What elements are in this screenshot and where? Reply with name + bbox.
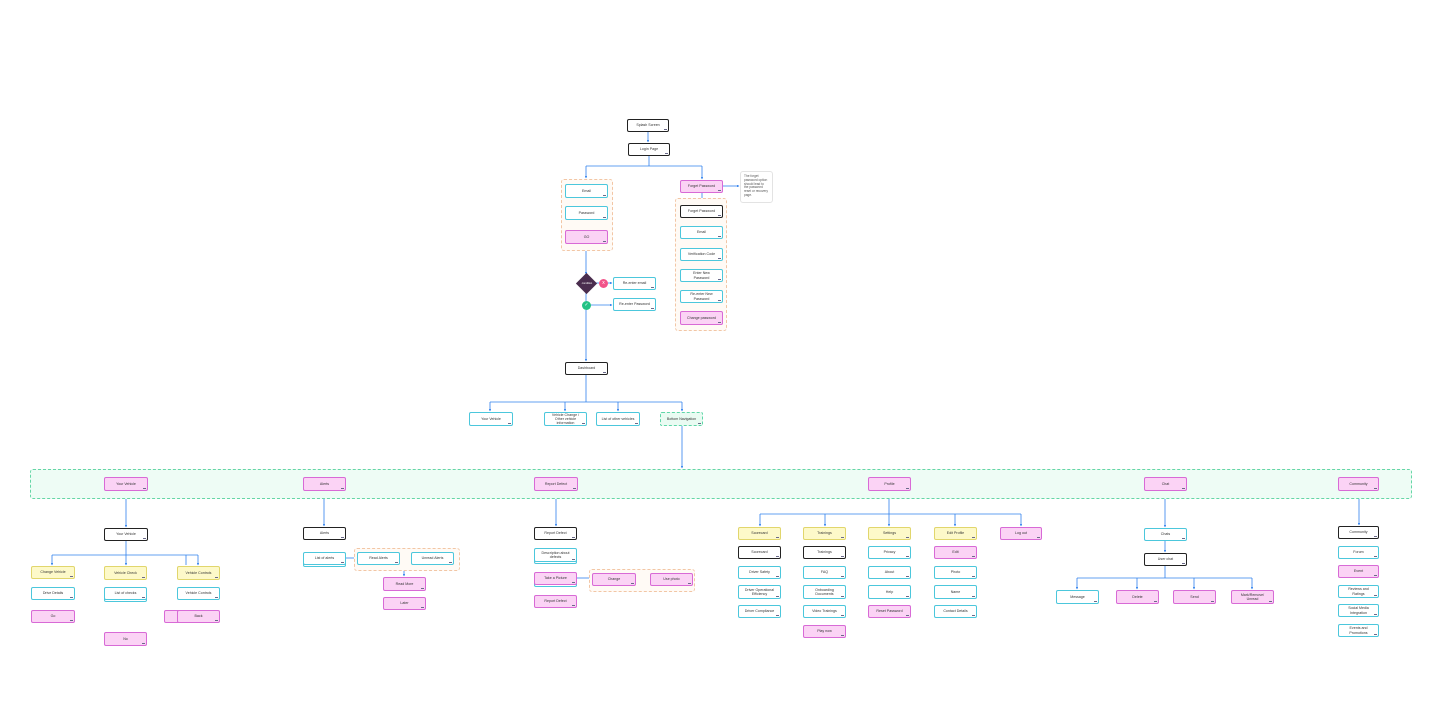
cm-social-media-node[interactable]: Social Media Integration bbox=[1338, 604, 1379, 617]
pf-help-node[interactable]: Help bbox=[868, 585, 911, 599]
pf-settings-node[interactable]: Settings bbox=[868, 527, 911, 540]
cm-reviews-node[interactable]: Reviews and Ratings bbox=[1338, 585, 1379, 598]
ch-message-node[interactable]: Message bbox=[1056, 590, 1099, 604]
forgot-password-note: The forget password option should lead t… bbox=[740, 171, 773, 203]
dashboard-node[interactable]: Dashboard bbox=[565, 362, 608, 375]
cm-forum-node[interactable]: Forum bbox=[1338, 546, 1379, 559]
pf-logout-node[interactable]: Log out bbox=[1000, 527, 1042, 540]
nav-your-vehicle-node[interactable]: Your Vehicle bbox=[104, 477, 148, 491]
rd-report-defect-node[interactable]: Report Defect bbox=[534, 527, 577, 540]
pf-privacy-node[interactable]: Privacy bbox=[868, 546, 911, 559]
pf-edit-node[interactable]: Edit bbox=[934, 546, 977, 559]
condition-label: condition bbox=[581, 282, 593, 285]
yv-vehicle-controls-2-node[interactable]: Vehicle Controls bbox=[177, 587, 220, 600]
fail-marker-icon: x bbox=[599, 279, 608, 288]
fp-forgot-password-node[interactable]: Forget Password bbox=[680, 205, 723, 218]
password-node[interactable]: Password bbox=[565, 206, 608, 220]
cm-events-promotions-node[interactable]: Events and Promotions bbox=[1338, 624, 1379, 637]
fp-new-password-node[interactable]: Enter New Password bbox=[680, 269, 723, 282]
rd-take-picture-node[interactable]: Take a Picture bbox=[534, 572, 577, 585]
vehicle-change-node[interactable]: Vehicle Change / Other vehicle informati… bbox=[544, 412, 587, 426]
yv-back-node[interactable]: Back bbox=[177, 610, 220, 623]
yv-your-vehicle-node[interactable]: Your Vehicle bbox=[104, 528, 148, 541]
bottom-navigation-group bbox=[30, 469, 1412, 499]
pf-photo-node[interactable]: Photo bbox=[934, 566, 977, 579]
yv-no-node[interactable]: No bbox=[104, 632, 147, 646]
email-node[interactable]: Email bbox=[565, 184, 608, 198]
nav-report-defect-node[interactable]: Report Defect bbox=[534, 477, 578, 491]
ch-chats-node[interactable]: Chats bbox=[1144, 528, 1187, 541]
pf-trainings-2-node[interactable]: Trainings bbox=[803, 546, 846, 559]
ch-delete-node[interactable]: Delete bbox=[1116, 590, 1159, 604]
al-list-alerts-node[interactable]: List of alerts bbox=[303, 552, 346, 565]
fp-verification-code-node[interactable]: Verification Code bbox=[680, 248, 723, 261]
yv-go-node[interactable]: Go bbox=[31, 610, 75, 623]
go-node[interactable]: GO bbox=[565, 230, 608, 244]
al-later-node[interactable]: Later bbox=[383, 597, 426, 610]
reenter-email-node[interactable]: Re-enter email bbox=[613, 277, 656, 290]
cm-event-node[interactable]: Event bbox=[1338, 565, 1379, 578]
bottom-navigation-node[interactable]: Bottom Navigation bbox=[660, 412, 703, 426]
pf-scorecard-node[interactable]: Scorecard bbox=[738, 527, 781, 540]
pf-driver-efficiency-node[interactable]: Driver Operational Efficiency bbox=[738, 585, 781, 599]
yv-change-vehicle-node[interactable]: Change Vehicle bbox=[31, 566, 75, 579]
nav-chat-node[interactable]: Chat bbox=[1144, 477, 1187, 491]
pf-name-node[interactable]: Name bbox=[934, 585, 977, 599]
pf-edit-profile-node[interactable]: Edit Profile bbox=[934, 527, 977, 540]
ch-send-node[interactable]: Send bbox=[1173, 590, 1216, 604]
fp-change-password-node[interactable]: Change password bbox=[680, 311, 723, 325]
pf-faq-node[interactable]: FAQ bbox=[803, 566, 846, 579]
splash-screen-node[interactable]: Splash Screen bbox=[627, 119, 669, 132]
list-other-vehicles-node[interactable]: List of other vehicles bbox=[596, 412, 640, 426]
pf-driver-compliance-node[interactable]: Driver Compliance bbox=[738, 605, 781, 618]
yv-drive-details-node[interactable]: Drive Details bbox=[31, 587, 75, 600]
al-read-alerts-node[interactable]: Read Alerts bbox=[357, 552, 400, 565]
cm-community-node[interactable]: Community bbox=[1338, 526, 1379, 539]
fp-reenter-password-node[interactable]: Re-enter New Password bbox=[680, 290, 723, 303]
forgot-password-node[interactable]: Forget Password bbox=[680, 180, 723, 193]
nav-profile-node[interactable]: Profile bbox=[868, 477, 911, 491]
pf-reset-password-node[interactable]: Reset Password bbox=[868, 605, 911, 618]
pf-about-node[interactable]: About bbox=[868, 566, 911, 579]
nav-community-node[interactable]: Community bbox=[1338, 477, 1379, 491]
al-alerts-node[interactable]: Alerts bbox=[303, 527, 346, 540]
rd-description-node[interactable]: Description about defects bbox=[534, 548, 577, 562]
yv-list-checks-node[interactable]: List of checks bbox=[104, 587, 147, 600]
pf-onboarding-documents-node[interactable]: Onboarding Documents bbox=[803, 585, 846, 599]
pf-play-now-node[interactable]: Play now bbox=[803, 625, 846, 638]
pf-scorecard-2-node[interactable]: Scorecard bbox=[738, 546, 781, 559]
ch-mark-unread-node[interactable]: Mark/Remove/ Unread bbox=[1231, 590, 1274, 604]
nav-alerts-node[interactable]: Alerts bbox=[303, 477, 346, 491]
reenter-password-node[interactable]: Re-enter Password bbox=[613, 298, 656, 311]
login-page-node[interactable]: Login Page bbox=[628, 143, 670, 156]
rd-change-node[interactable]: Change bbox=[592, 573, 636, 586]
al-read-more-node[interactable]: Read More bbox=[383, 577, 426, 591]
forgot-password-group bbox=[675, 198, 727, 331]
your-vehicle-top-node[interactable]: Your Vehicle bbox=[469, 412, 513, 426]
pf-video-trainings-node[interactable]: Video Trainings bbox=[803, 605, 846, 618]
pf-contact-details-node[interactable]: Contact Details bbox=[934, 605, 977, 618]
al-unread-alerts-node[interactable]: Unread Alerts bbox=[411, 552, 454, 565]
yv-vehicle-check-node[interactable]: Vehicle Check bbox=[104, 566, 147, 580]
fp-email-node[interactable]: Email bbox=[680, 226, 723, 239]
rd-report-defect-2-node[interactable]: Report Defect bbox=[534, 595, 577, 608]
success-marker-icon: ✓ bbox=[582, 301, 591, 310]
pf-trainings-node[interactable]: Trainings bbox=[803, 527, 846, 540]
yv-vehicle-controls-node[interactable]: Vehicle Controls bbox=[177, 566, 220, 580]
ch-user-chat-node[interactable]: User chat bbox=[1144, 553, 1187, 566]
pf-driver-safety-node[interactable]: Driver Safety bbox=[738, 566, 781, 579]
rd-use-photo-node[interactable]: Use photo bbox=[650, 573, 693, 586]
